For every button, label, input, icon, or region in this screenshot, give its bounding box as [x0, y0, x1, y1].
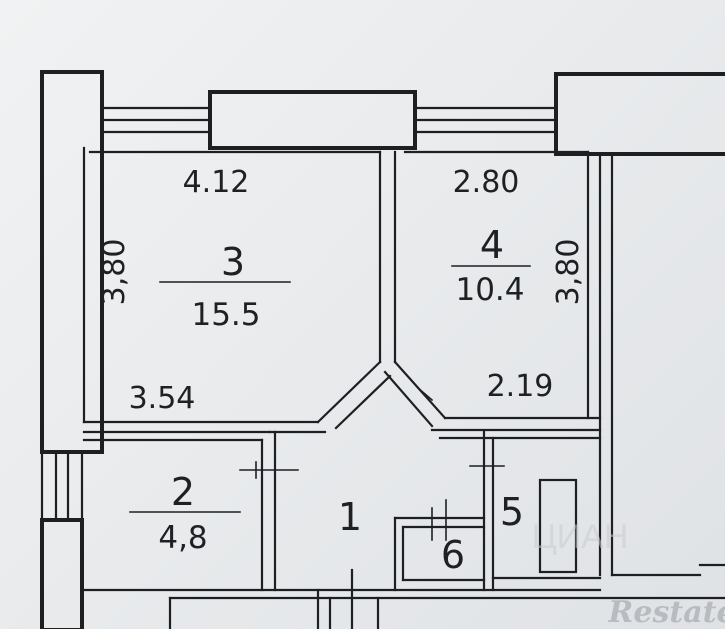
room-3-area: 15.5: [191, 297, 260, 333]
room-3-number: 3: [221, 240, 245, 284]
left-wall-upper: [40, 70, 104, 454]
room-3-width-top-dimension: 4.12: [183, 165, 250, 200]
room-4-number: 4: [480, 223, 504, 267]
watermark-logo: ЦИАН: [532, 518, 629, 556]
brand-watermark: Restate: [607, 595, 725, 629]
top-right-wall: [554, 72, 725, 156]
room-4-door-mark: [416, 386, 434, 402]
top-wall-pier: [208, 90, 417, 150]
outer-walls: [40, 70, 725, 629]
lower-rooms: [82, 428, 602, 629]
room-4-angled-wall: [383, 370, 434, 428]
bathtub: [538, 478, 578, 574]
room-4-height-dimension: 3,80: [551, 239, 586, 306]
room-5-number: 5: [500, 490, 524, 534]
room-2-area: 4,8: [158, 520, 207, 556]
room-6-number: 6: [441, 533, 465, 577]
room-3-angled-wall: [334, 374, 392, 430]
room-3-height-dimension: 3,80: [97, 239, 132, 306]
room-3-width-bottom-dimension: 3.54: [129, 381, 196, 416]
room-2-number: 2: [171, 470, 195, 514]
room-1-number: 1: [338, 495, 362, 539]
room-4-width-bottom-dimension: 2.19: [487, 369, 554, 404]
room-4: [383, 150, 602, 428]
room-4-width-top-dimension: 2.80: [453, 165, 520, 200]
room-3-angled-wall: [316, 360, 382, 424]
room-3: [82, 146, 397, 430]
room-4-area: 10.4: [455, 272, 524, 308]
left-wall-lower: [40, 518, 84, 629]
